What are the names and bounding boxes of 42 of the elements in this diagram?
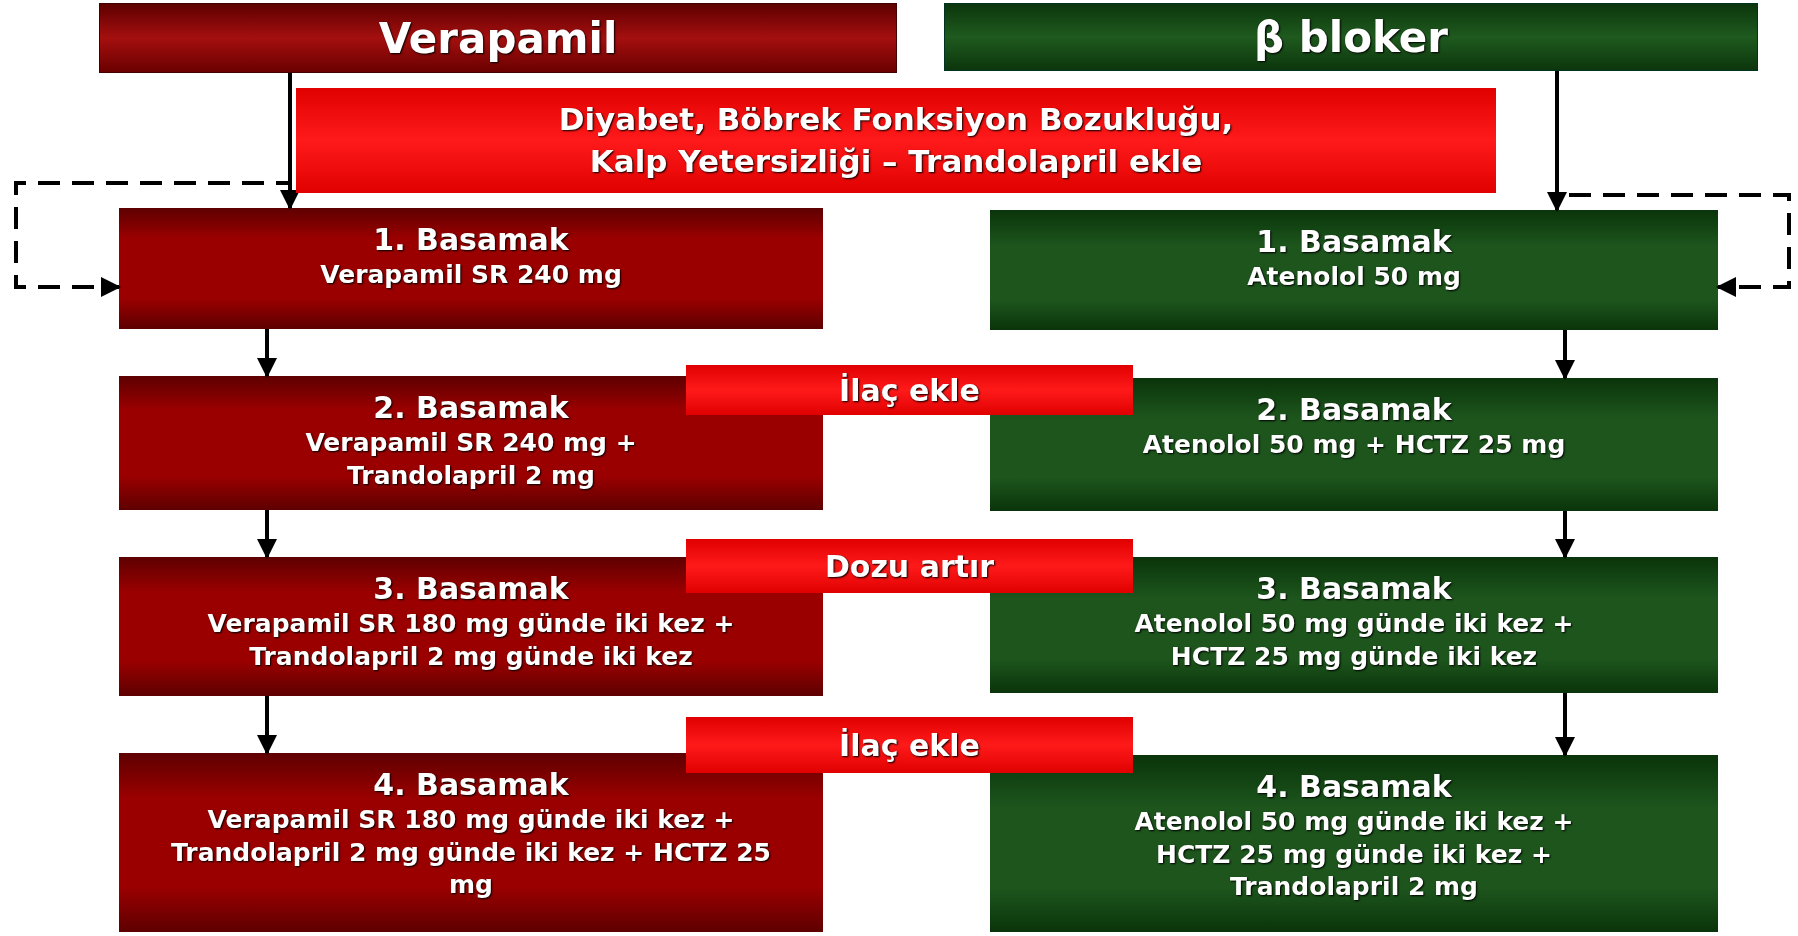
dosage-text: Verapamil SR 240 mg + Trandolapril 2 mg — [304, 427, 638, 492]
step-box — [119, 753, 823, 932]
step-box — [119, 376, 823, 510]
action-tag — [686, 539, 1133, 593]
dosage-text: Verapamil SR 180 mg günde iki kez + Trandolapril 2 mg günde iki kez — [206, 608, 736, 673]
step-title: 3. Basamak — [373, 570, 569, 608]
action-tag — [686, 365, 1133, 415]
tag-text: İlaç ekle — [839, 372, 980, 408]
step-title: 2. Basamak — [373, 389, 569, 427]
step-title: 1. Basamak — [1256, 223, 1452, 261]
banner-text: Diyabet, Böbrek Fonksiyon Bozukluğu, Kalp Yetersizliği – Trandolapril ekle — [557, 99, 1235, 181]
header-title: Verapamil — [378, 13, 618, 63]
step-title: 3. Basamak — [1256, 570, 1452, 608]
dosage-text: Verapamil SR 240 mg — [320, 259, 622, 291]
step-box — [990, 378, 1718, 511]
step-title: 4. Basamak — [373, 766, 569, 804]
action-tag — [686, 717, 1133, 773]
step-title: 4. Basamak — [1256, 768, 1452, 806]
arrow — [257, 510, 277, 559]
header-title: β bloker — [1254, 12, 1448, 62]
dashed-arrow — [1555, 71, 1791, 297]
dosage-text: Atenolol 50 mg günde iki kez + HCTZ 25 mg günde iki kez + Trandolapril 2 mg — [1133, 806, 1575, 903]
dosage-text: Atenolol 50 mg + HCTZ 25 mg — [1142, 429, 1566, 461]
dosage-text: Atenolol 50 mg — [1247, 261, 1461, 293]
tag-text: Dozu artır — [824, 548, 995, 584]
arrow — [257, 329, 277, 378]
condition-banner — [296, 88, 1496, 193]
step-box — [990, 755, 1718, 932]
column-header — [99, 3, 897, 73]
dosage-text: Verapamil SR 180 mg günde iki kez + Trandolapril 2 mg günde iki kez + HCTZ 25 mg — [171, 804, 771, 901]
arrow — [257, 696, 277, 755]
step-box — [990, 210, 1718, 330]
arrow — [1555, 330, 1575, 380]
step-title: 2. Basamak — [1256, 391, 1452, 429]
column-header — [944, 3, 1758, 71]
step-title: 1. Basamak — [373, 221, 569, 259]
dosage-text: Atenolol 50 mg günde iki kez + HCTZ 25 mg günde iki kez — [1133, 608, 1575, 673]
arrow — [1555, 511, 1575, 559]
step-box — [119, 208, 823, 329]
step-box — [119, 557, 823, 696]
arrow — [1555, 693, 1575, 757]
tag-text: İlaç ekle — [839, 727, 980, 763]
